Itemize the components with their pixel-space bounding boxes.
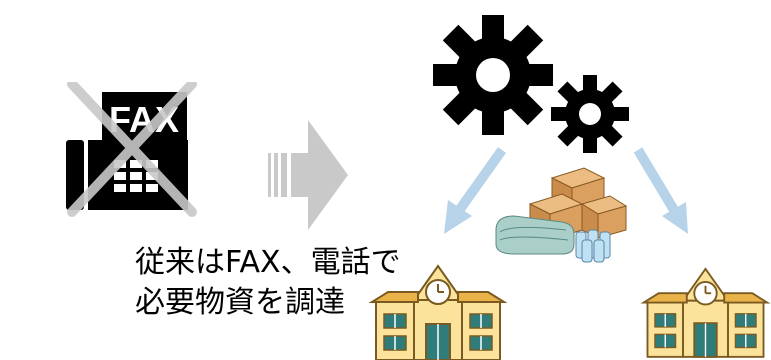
supplies-icon (495, 167, 628, 263)
school-icon (368, 264, 508, 360)
caption: 従来はFAX、電話で 必要物資を調達 (135, 243, 401, 323)
blue-arrow-right-icon (633, 147, 688, 234)
caption-line-2: 必要物資を調達 (135, 285, 345, 320)
blue-arrow-left-icon (444, 147, 507, 234)
gear-icon (433, 15, 553, 135)
cross-mark-icon (67, 82, 197, 217)
school-icon-right (640, 267, 771, 358)
fax-crossed-out-icon: FAX (66, 82, 197, 217)
caption-line-1: 従来はFAX、電話で (135, 245, 401, 280)
right-arrow-icon (268, 120, 348, 230)
gear-icon-small (551, 75, 629, 153)
